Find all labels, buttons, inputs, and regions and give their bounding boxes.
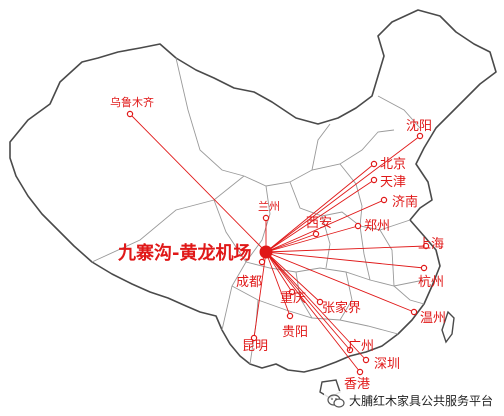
city-label-tianjin: 天津 <box>380 175 406 190</box>
city-label-lanzhou: 兰州 <box>258 200 280 213</box>
route-shenyang <box>265 135 421 253</box>
city-label-xian: 西安 <box>306 216 332 231</box>
route-hangzhou <box>265 251 425 269</box>
city-marker-shenzhen <box>362 356 370 364</box>
route-jinan <box>265 199 385 253</box>
hub-airport-marker <box>259 245 273 259</box>
hub-label: 九寨沟-黄龙机场 <box>117 242 251 264</box>
city-label-guangzhou: 广州 <box>348 339 374 354</box>
flight-routes <box>129 113 427 373</box>
city-label-hongkong: 香港 <box>344 377 370 392</box>
route-zhangjiajie <box>265 251 321 303</box>
city-marker-chongqing <box>288 288 296 296</box>
city-label-shenzhen: 深圳 <box>374 357 400 372</box>
city-marker-urumqi <box>126 110 134 118</box>
city-label-zhengzhou: 郑州 <box>364 219 390 234</box>
city-marker-xian <box>312 230 320 238</box>
city-label-guiyang: 贵阳 <box>282 325 308 340</box>
city-marker-zhengzhou <box>354 222 362 230</box>
route-hongkong <box>265 251 361 373</box>
route-tianjin <box>265 179 375 253</box>
city-label-chongqing: 重庆 <box>280 290 306 306</box>
city-marker-tianjin <box>370 176 378 184</box>
city-marker-wenzhou <box>410 308 418 316</box>
city-marker-guangzhou <box>346 346 354 354</box>
watermark: 大脯红木家具公共服务平台 <box>323 391 496 410</box>
route-wenzhou <box>265 251 415 313</box>
city-marker-shanghai <box>422 242 430 250</box>
city-marker-hangzhou <box>420 264 428 272</box>
route-chongqing <box>265 251 293 293</box>
city-label-kunming: 昆明 <box>242 339 268 354</box>
route-guiyang <box>265 251 291 317</box>
taiwan-island <box>441 310 455 344</box>
route-zhengzhou <box>265 225 359 253</box>
city-markers <box>126 110 430 376</box>
city-label-wenzhou: 温州 <box>420 311 446 326</box>
city-marker-lanzhou <box>262 214 270 222</box>
city-marker-hongkong <box>356 368 364 376</box>
city-marker-kunming <box>250 334 258 342</box>
wechat-icon <box>327 393 345 408</box>
city-marker-jinan <box>380 196 388 204</box>
city-label-shanghai: 上海 <box>418 237 444 252</box>
city-label-chengdu: 成都 <box>236 275 262 290</box>
city-label-urumqi: 乌鲁木齐 <box>110 95 154 109</box>
route-guangzhou <box>265 251 351 351</box>
city-marker-zhangjiajie <box>316 298 324 306</box>
city-label-jinan: 济南 <box>392 194 418 210</box>
watermark-text: 大脯红木家具公共服务平台 <box>348 394 493 408</box>
city-marker-shenyang <box>416 132 424 140</box>
city-marker-beijing <box>370 160 378 168</box>
city-marker-chengdu <box>258 258 266 266</box>
route-shanghai <box>265 245 427 253</box>
city-label-beijing: 北京 <box>380 157 406 172</box>
city-marker-guiyang <box>286 312 294 320</box>
route-kunming <box>253 251 267 339</box>
route-shenzhen <box>265 251 367 361</box>
province-boundaries <box>91 57 425 365</box>
route-beijing <box>265 163 375 253</box>
route-xian <box>265 233 317 253</box>
route-urumqi <box>129 113 267 253</box>
city-label-zhangjiajie: 张家界 <box>322 300 361 316</box>
city-label-shenyang: 沈阳 <box>406 119 432 134</box>
city-label-hangzhou: 杭州 <box>418 275 444 290</box>
